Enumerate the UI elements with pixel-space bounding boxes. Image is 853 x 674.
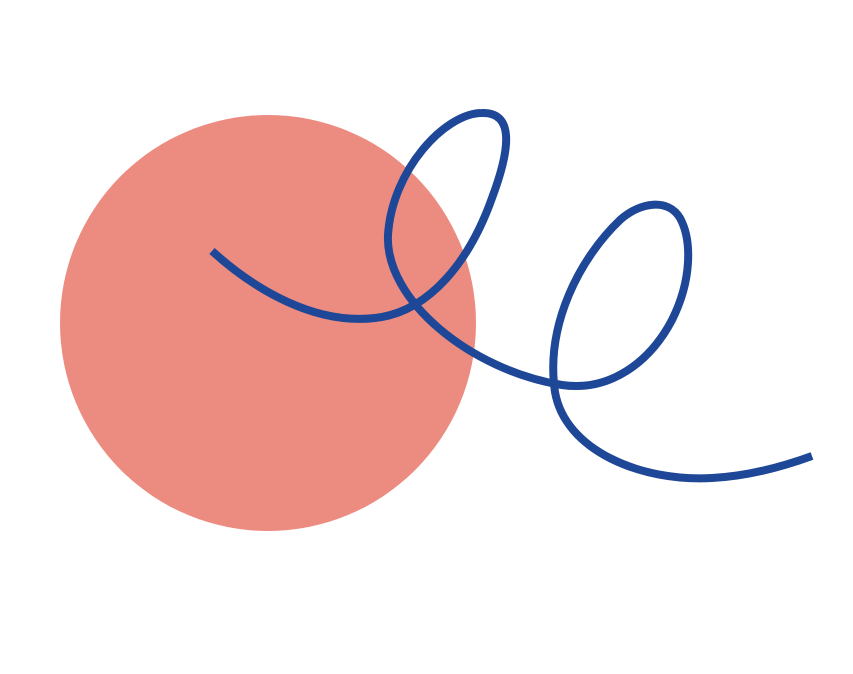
blue-loop-curve <box>209 108 814 483</box>
salmon-circle <box>60 115 476 531</box>
